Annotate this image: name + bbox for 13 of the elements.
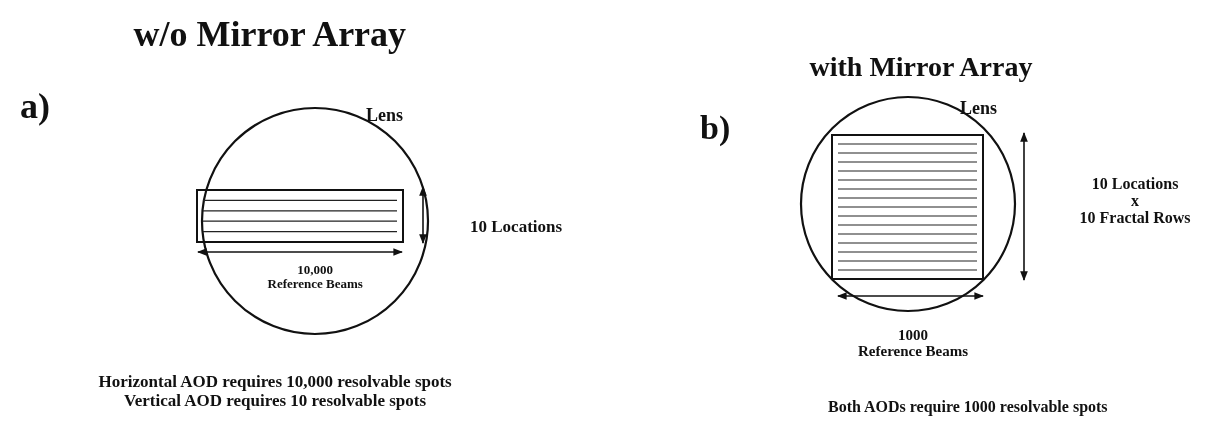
- caption-text: Horizontal AOD requires 10,000 resolvable spots: [98, 373, 452, 391]
- caption-text: Vertical AOD requires 10 resolvable spots: [124, 392, 427, 410]
- dimension-label: 10 Locations: [470, 218, 563, 236]
- panel-title: with Mirror Array: [809, 52, 1033, 82]
- lens-label: Lens: [960, 99, 997, 118]
- panel-letter: a): [20, 88, 50, 126]
- dimension-label: 1000 Reference Beams: [858, 328, 969, 360]
- caption-text: Both AODs require 1000 resolvable spots: [828, 399, 1108, 416]
- lens-label: Lens: [366, 106, 403, 125]
- dimension-label: 10 Locations x 10 Fractal Rows: [1079, 176, 1191, 227]
- dimension-label: 10,000 Reference Beams: [267, 263, 363, 291]
- panel-letter: b): [700, 110, 731, 146]
- panel-title: w/o Mirror Array: [133, 16, 407, 54]
